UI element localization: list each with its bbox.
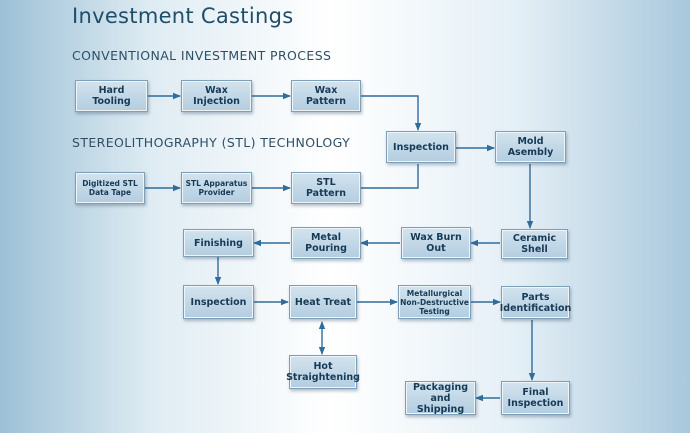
node-packaging-shipping: Packaging and Shipping [405, 381, 476, 415]
node-ceramic-shell: Ceramic Shell [501, 229, 568, 259]
node-mold-assembly: Mold Asembly [495, 131, 566, 163]
node-inspection-2: Inspection [183, 285, 254, 319]
arrow-stlpattern-inspection [361, 164, 419, 189]
node-stl-pattern: STL Pattern [291, 172, 361, 204]
node-hot-straightening: Hot Straightening [286, 355, 360, 389]
node-heat-treat: Heat Treat [289, 285, 357, 319]
node-hard-tooling: Hard Tooling [75, 80, 148, 112]
section-conventional-heading: CONVENTIONAL INVESTMENT PROCESS [72, 48, 332, 63]
node-wax-pattern: Wax Pattern [291, 80, 361, 112]
node-parts-identification: Parts Identification [500, 286, 571, 319]
node-inspection-1: Inspection [386, 131, 456, 163]
node-metal-pouring: Metal Pouring [291, 227, 361, 259]
section-stl-heading: STEREOLITHOGRAPHY (STL) TECHNOLOGY [72, 135, 351, 150]
node-wax-injection: Wax Injection [181, 80, 252, 112]
node-metallurgical-testing: Metallurgical Non-Destructive Testing [398, 285, 471, 319]
arrow-waxpattern-inspection [361, 95, 422, 131]
node-stl-apparatus: STL Apparatus Provider [181, 172, 252, 204]
page-title: Investment Castings [72, 4, 294, 28]
node-finishing: Finishing [183, 229, 254, 257]
node-wax-burn-out: Wax Burn Out [401, 227, 471, 259]
node-digitized-stl: Digitized STL Data Tape [75, 172, 145, 204]
node-final-inspection: Final Inspection [501, 381, 570, 415]
